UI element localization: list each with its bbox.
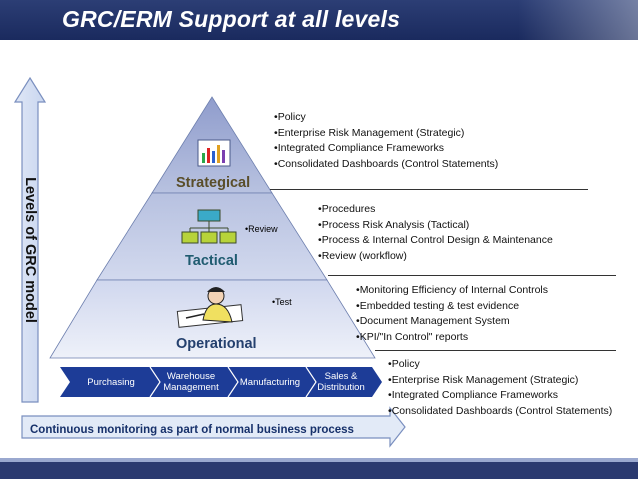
bullet-item: Process Risk Analysis (Tactical) xyxy=(318,218,553,234)
levels-label: Levels of GRC model xyxy=(18,150,42,350)
bullet-item: Review (workflow) xyxy=(318,249,553,265)
process-bullets: Policy Enterprise Risk Management (Strat… xyxy=(388,357,613,420)
levels-label-text: Levels of GRC model xyxy=(22,177,38,323)
process-label-purchasing: Purchasing xyxy=(87,376,135,388)
chevron-purchasing xyxy=(60,367,160,397)
tactical-bullets: Procedures Process Risk Analysis (Tactic… xyxy=(318,202,553,264)
process-label-warehouse: Warehouse Management xyxy=(163,371,219,393)
tier-label-operational: Operational xyxy=(176,336,257,352)
tier-label-tactical: Tactical xyxy=(185,253,238,269)
strategic-bullets: Policy Enterprise Risk Management (Strat… xyxy=(274,110,499,173)
bullet-item: Policy xyxy=(274,110,498,126)
bullet-item: Integrated Compliance Frameworks xyxy=(274,141,498,157)
org-chart-icon xyxy=(181,209,237,244)
title-bar-decoration xyxy=(518,0,638,40)
title-bar: GRC/ERM Support at all levels xyxy=(0,0,638,40)
continuous-monitoring-label: Continuous monitoring as part of normal … xyxy=(30,424,354,436)
bullet-item: KPI/"In Control" reports xyxy=(356,330,548,346)
chevron-warehouse xyxy=(150,367,238,397)
bullet-item: Monitoring Efficiency of Internal Contro… xyxy=(356,283,548,299)
bullet-item: Policy xyxy=(388,357,612,373)
bullet-item: Enterprise Risk Management (Strategic) xyxy=(274,126,498,142)
tier-label-strategical: Strategical xyxy=(176,175,251,191)
operational-bullets: Monitoring Efficiency of Internal Contro… xyxy=(356,283,548,345)
bullet-item: Document Management System xyxy=(356,314,548,330)
footer-stripe xyxy=(0,458,638,462)
chevron-sales xyxy=(306,367,382,397)
divider-operational xyxy=(375,350,616,351)
bullet-item: Process & Internal Control Design & Main… xyxy=(318,233,553,249)
bullet-item: Procedures xyxy=(318,202,553,218)
bullet-item: Consolidated Dashboards (Control Stateme… xyxy=(274,157,499,173)
bullet-item: Integrated Compliance Frameworks xyxy=(388,388,612,404)
page-title: GRC/ERM Support at all levels xyxy=(62,6,401,32)
bar-chart-icon xyxy=(197,139,231,167)
divider-strategic xyxy=(270,189,588,190)
review-note: •Review xyxy=(245,224,278,234)
test-note: •Test xyxy=(272,297,292,307)
worker-at-desk-icon xyxy=(176,287,244,328)
footer-bar xyxy=(0,458,638,479)
bullet-item: Enterprise Risk Management (Strategic) xyxy=(388,373,612,389)
process-label-manufacturing: Manufacturing xyxy=(239,376,301,388)
process-label-sales: Sales & Distribution xyxy=(317,371,365,393)
chevron-manufacturing xyxy=(228,367,316,397)
levels-arrow xyxy=(13,76,47,403)
bullet-item: Consolidated Dashboards (Control Stateme… xyxy=(388,404,613,420)
divider-tactical xyxy=(328,275,616,276)
bullet-item: Embedded testing & test evidence xyxy=(356,299,548,315)
